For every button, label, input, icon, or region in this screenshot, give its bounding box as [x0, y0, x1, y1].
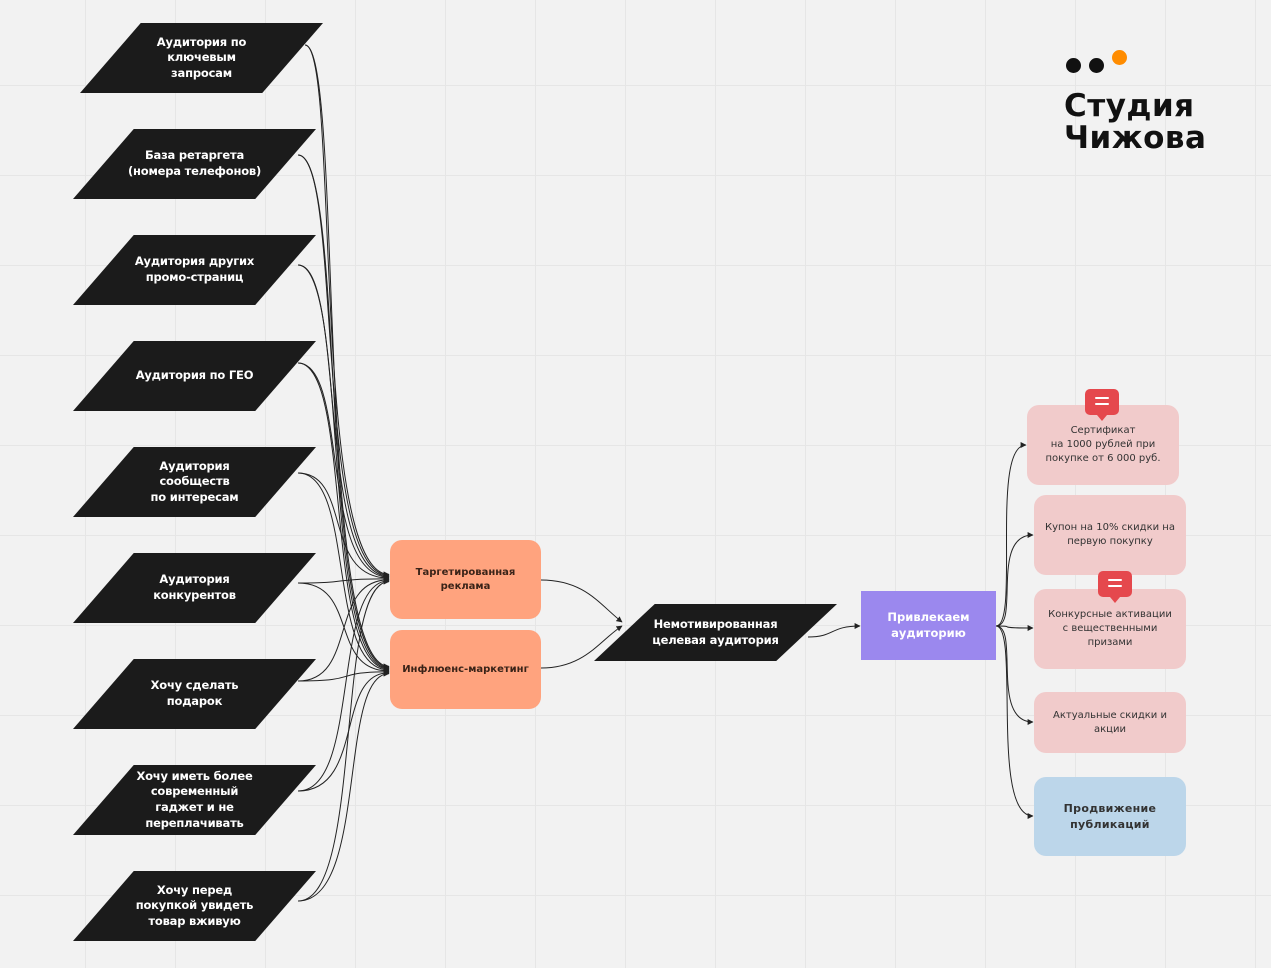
source-channel-connector [297, 472, 390, 673]
activation-label: Купон на 10% скидки на первую покупку [1045, 522, 1175, 547]
activation-coupon[interactable]: Купон на 10% скидки на первую покупку [1034, 495, 1186, 575]
source-channel-connector [297, 577, 390, 792]
channel-targeted-ads[interactable]: Таргетированная реклама [390, 540, 541, 619]
channel-audience-connector [540, 625, 623, 669]
channel-audience-connector [540, 579, 623, 623]
activation-label: Конкурсные активации с вещественными при… [1048, 609, 1172, 648]
source-label: Аудитория по ГЕО [135, 368, 254, 383]
logo-name: Студия Чижова [1064, 88, 1207, 156]
source-channel-connector [297, 154, 390, 671]
logo-dot [1066, 58, 1081, 73]
source-geo-audience[interactable]: Аудитория по ГЕО [73, 341, 316, 411]
source-label: Аудитория других промо-страниц [134, 254, 255, 284]
source-gift[interactable]: Хочу сделать подарок [73, 659, 316, 729]
comment-icon[interactable] [1098, 571, 1132, 603]
source-label: Хочу перед покупкой увидеть товар вживую [135, 882, 254, 928]
attract-activation-connector [995, 625, 1034, 725]
source-channel-connector [297, 575, 390, 584]
source-channel-connector [297, 668, 390, 682]
source-label: Хочу иметь более современный гаджет и не… [136, 768, 253, 830]
attract-activation-connector [995, 624, 1034, 631]
source-label: Хочу сделать подарок [150, 678, 239, 708]
source-channel-connector [297, 576, 390, 682]
audience-attract-connector [807, 623, 861, 638]
attract-activation-connector [995, 532, 1034, 627]
comment-icon[interactable] [1085, 389, 1119, 421]
channel-influence-marketing[interactable]: Инфлюенс-маркетинг [390, 630, 541, 709]
unmotivated-target-audience[interactable]: Немотивированная целевая аудитория [594, 604, 837, 661]
source-channel-connector [297, 472, 390, 581]
source-label: База ретаргета (номера телефонов) [127, 148, 262, 178]
source-label: Аудитория сообществ по интересам [150, 458, 239, 504]
source-channel-connector [304, 44, 390, 578]
source-channel-connector [297, 264, 390, 672]
source-modern-gadget[interactable]: Хочу иметь более современный гаджет и не… [73, 765, 316, 835]
attract-activation-connector [995, 625, 1034, 819]
activation-discounts[interactable]: Актуальные скидки и акции [1034, 692, 1186, 753]
source-interest-communities[interactable]: Аудитория сообществ по интересам [73, 447, 316, 517]
source-channel-connector [297, 362, 390, 581]
channel-label: Таргетированная реклама [415, 566, 516, 592]
attract-activation-connector [995, 442, 1027, 627]
source-label: Аудитория по ключевым запросам [156, 34, 247, 80]
activation-label: Актуальные скидки и акции [1053, 709, 1167, 735]
audience-label: Немотивированная целевая аудитория [652, 616, 779, 647]
source-see-live[interactable]: Хочу перед покупкой увидеть товар вживую [73, 871, 316, 941]
channel-label: Инфлюенс-маркетинг [402, 663, 529, 675]
source-keyword-audience[interactable]: Аудитория по ключевым запросам [80, 23, 323, 93]
logo-dot [1112, 50, 1127, 65]
source-label: Аудитория конкурентов [153, 572, 236, 602]
promotion-posts[interactable]: Продвижение публикаций [1034, 777, 1186, 856]
logo-dot [1089, 58, 1104, 73]
source-other-promo-pages[interactable]: Аудитория других промо-страниц [73, 235, 316, 305]
source-channel-connector [304, 44, 390, 670]
source-retarget-base[interactable]: База ретаргета (номера телефонов) [73, 129, 316, 199]
attract-label: Привлекаем аудиторию [887, 609, 970, 640]
attract-audience-box[interactable]: Привлекаем аудиторию [861, 591, 996, 660]
source-channel-connector [297, 362, 390, 673]
source-competitors[interactable]: Аудитория конкурентов [73, 553, 316, 623]
activation-label: Сертификат на 1000 рублей при покупке от… [1045, 425, 1161, 464]
source-channel-connector [297, 578, 390, 902]
promotion-label: Продвижение публикаций [1063, 801, 1157, 831]
source-channel-connector [297, 670, 390, 902]
